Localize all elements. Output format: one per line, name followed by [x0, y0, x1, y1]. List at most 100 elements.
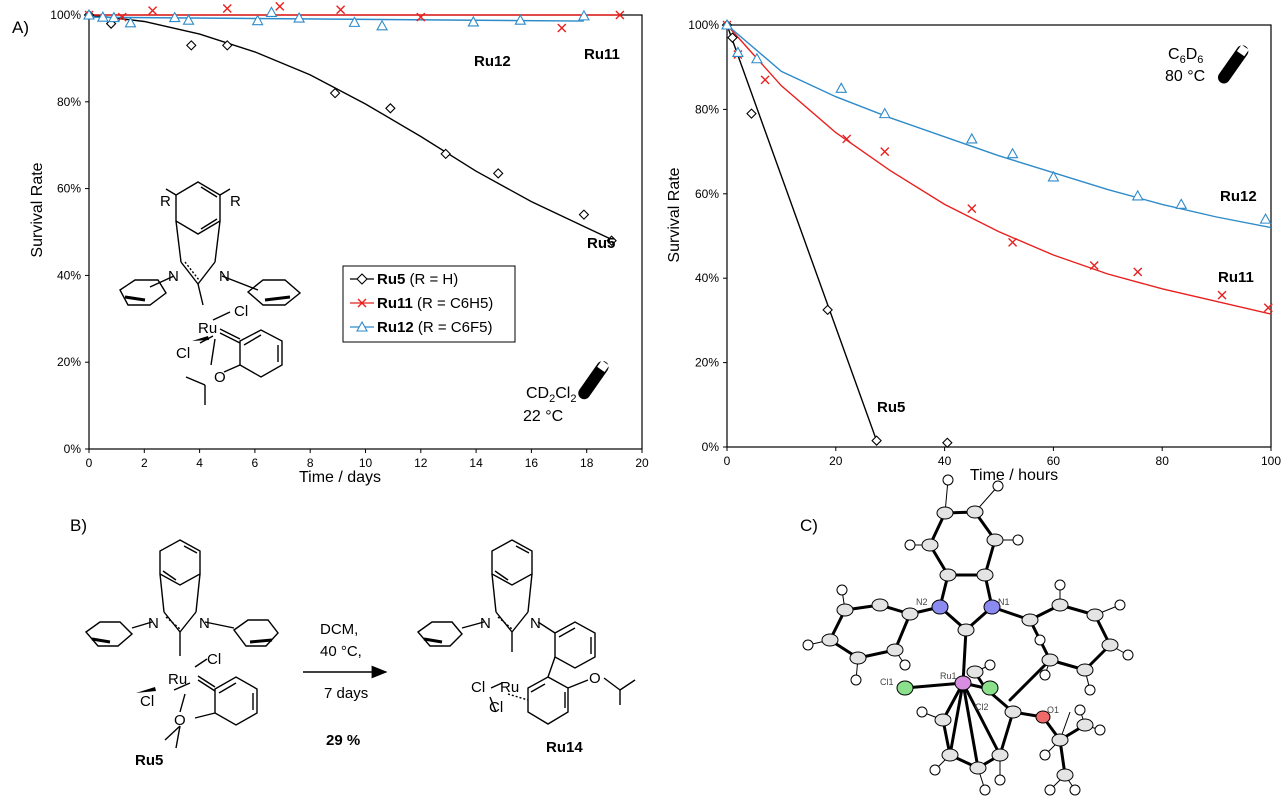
reaction-scheme	[84, 539, 636, 749]
panel-label-a: A)	[12, 18, 29, 37]
data-point-ru12-left	[182, 14, 195, 25]
data-point-ru12-left	[124, 16, 137, 28]
x-tick-label-left: 16	[525, 456, 539, 470]
data-point-ru5-left	[329, 87, 341, 99]
legend: Ru5 (R = H) Ru11 (R = C6H5) Ru12 (R = C6…	[342, 265, 516, 343]
r-group-left: R	[160, 193, 171, 210]
data-point-ru11-left	[615, 10, 625, 20]
fit-curve-ru12-left	[88, 16, 584, 22]
panel-label-b: B)	[70, 516, 87, 535]
atom-label-n2: N2	[916, 597, 928, 607]
data-point-ru12-right	[835, 82, 848, 93]
scheme-product-ru: Ru	[500, 679, 519, 696]
data-point-ru5-left	[221, 40, 233, 51]
plot-frame-right	[726, 24, 1272, 448]
data-point-ru12-left	[251, 14, 264, 26]
data-point-ru5-left	[440, 148, 451, 160]
y-tick-label-left: 100%	[50, 8, 81, 22]
data-point-ru11-left	[222, 3, 232, 13]
scheme-reagent: DCM,	[320, 621, 358, 638]
chloride-top: Cl	[234, 303, 248, 320]
data-point-ru5-left	[492, 168, 504, 179]
legend-triangle-icon	[356, 320, 368, 332]
data-point-ru11-right	[967, 204, 977, 214]
temperature-label-left: 22 °C	[523, 408, 563, 425]
data-point-ru5-left	[186, 40, 197, 51]
data-point-ru12-left	[348, 16, 361, 27]
data-point-ru12-left	[96, 11, 109, 22]
data-point-ru5-left	[385, 103, 396, 114]
data-point-ru11-right	[842, 134, 852, 144]
y-tick-label-right: 100%	[688, 18, 719, 32]
data-point-ru5-right	[822, 304, 833, 316]
data-point-ru11-right	[1133, 267, 1143, 277]
data-point-ru12-left	[467, 15, 480, 27]
wedge-bond-scheme	[136, 687, 156, 693]
x-axis-label-right: Time / hours	[970, 467, 1058, 484]
legend-item-ru5: Ru5 (R = H)	[377, 271, 458, 288]
series-label-ru12-left: Ru12	[474, 53, 511, 70]
data-point-ru12-left	[376, 19, 389, 31]
y-tick-label-left: 20%	[57, 355, 81, 369]
data-point-ru11-right	[1217, 290, 1227, 300]
solvent-label-right: C6D6	[1168, 46, 1203, 66]
x-tick-label-left: 4	[196, 456, 203, 470]
scheme-temperature: 40 °C,	[320, 643, 362, 660]
x-tick-label-left: 10	[359, 456, 373, 470]
x-tick-label-right: 20	[829, 454, 843, 468]
scheme-yield: 29 %	[326, 732, 360, 749]
atom-label-ru1: Ru1	[940, 671, 957, 681]
data-point-ru5-left	[578, 209, 590, 220]
fit-curve-ru11-right	[726, 24, 1272, 315]
x-tick-label-left: 6	[252, 456, 259, 470]
data-point-ru5-left	[606, 235, 617, 246]
data-point-ru12-left	[107, 11, 120, 23]
atom-label-cl2: Cl2	[975, 702, 989, 712]
scheme-start-o: O	[174, 712, 186, 729]
data-point-ru12-right	[1175, 198, 1188, 209]
chloride-bottom: Cl	[176, 345, 190, 362]
y-tick-label-right: 0%	[702, 440, 720, 454]
data-point-ru11-right	[1263, 303, 1273, 313]
scheme-product-label: Ru14	[546, 739, 583, 756]
plot-frame-left	[88, 14, 643, 450]
fit-curve-ru5-right	[726, 24, 878, 441]
test-tube-icon-right	[1217, 44, 1249, 84]
data-point-ru12-left	[578, 9, 590, 21]
y-tick-label-right: 20%	[695, 356, 719, 370]
x-tick-label-left: 0	[86, 456, 93, 470]
data-point-ru5-right	[746, 108, 757, 119]
x-tick-label-right: 0	[724, 454, 731, 468]
y-tick-label-right: 40%	[695, 271, 719, 285]
y-tick-label-left: 80%	[57, 95, 81, 109]
data-point-ru12-right	[721, 18, 733, 30]
x-tick-label-right: 40	[938, 454, 952, 468]
legend-diamond-icon	[356, 273, 368, 285]
data-point-ru12-right	[1131, 189, 1144, 201]
scheme-start-n-right: N	[199, 615, 210, 632]
scheme-product-cl-left: Cl	[471, 679, 485, 696]
data-point-ru11-left	[117, 12, 127, 22]
atom-label-n1: N1	[998, 597, 1010, 607]
data-point-ru11-left	[148, 6, 158, 16]
test-tube-icon	[578, 360, 610, 400]
data-point-ru12-left	[514, 14, 527, 25]
data-point-ru12-left	[168, 11, 181, 23]
series-label-ru5-right: Ru5	[877, 399, 905, 416]
panel-label-c: C)	[800, 516, 818, 535]
x-tick-label-left: 14	[469, 456, 483, 470]
scheme-product-n-right: N	[530, 615, 541, 632]
data-point-ru11-left	[416, 12, 426, 22]
series-label-ru5-left: Ru5	[587, 235, 615, 252]
y-axis-label-left: Survival Rate	[29, 162, 46, 257]
nitrogen-right: N	[219, 268, 230, 285]
y-tick-label-left: 0%	[64, 442, 82, 456]
data-point-ru11-left	[275, 1, 285, 11]
legend-item-ru11: Ru11 (R = C6H5)	[377, 295, 493, 312]
atom-label-cl1: Cl1	[880, 677, 894, 687]
data-point-ru11-right	[1008, 237, 1018, 247]
y-tick-label-left: 40%	[57, 268, 81, 282]
catalyst-structure	[119, 181, 302, 405]
